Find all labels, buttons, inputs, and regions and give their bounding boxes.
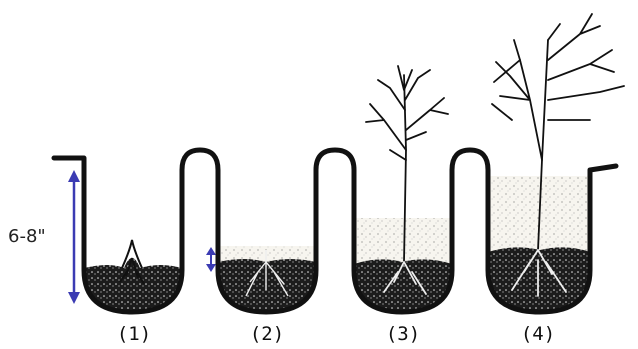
stage-label-4: (4) [521, 323, 555, 345]
depth-label: 6-8" [8, 226, 46, 247]
stage-4-soil [488, 176, 590, 320]
stage-label-2: (2) [250, 323, 284, 345]
stage-2-soil [218, 246, 316, 320]
thin-layer-dimension-arrow [206, 247, 216, 272]
stage-label-1: (1) [117, 323, 151, 345]
stage-label-3: (3) [386, 323, 420, 345]
depth-dimension-arrow [68, 170, 80, 304]
trench-fills [84, 176, 590, 320]
